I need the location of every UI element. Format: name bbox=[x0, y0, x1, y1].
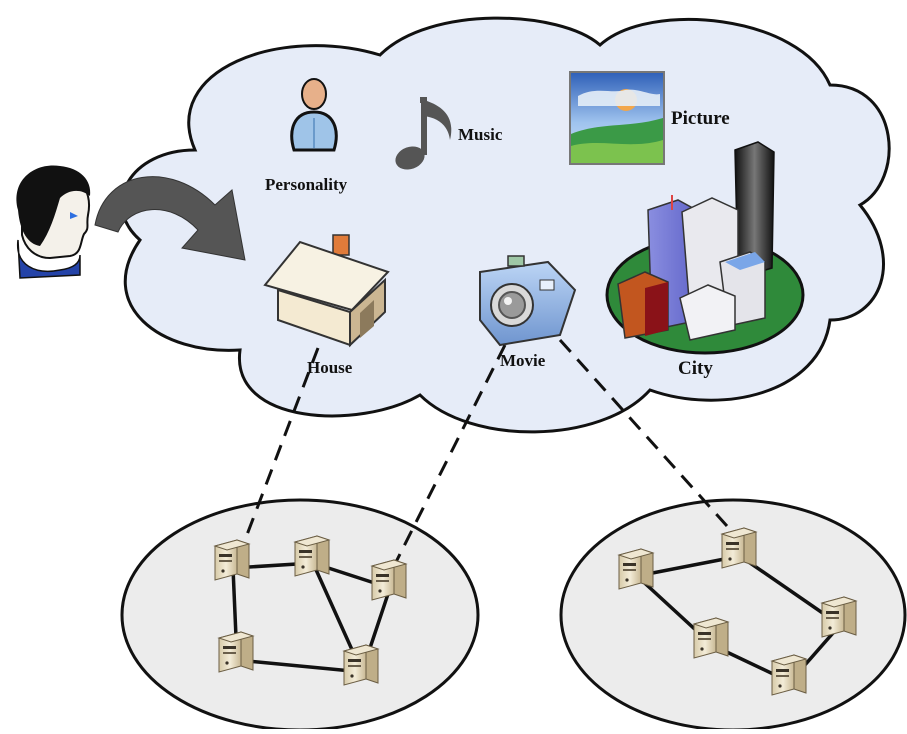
dashed-connectors bbox=[243, 338, 737, 571]
server-icon bbox=[721, 527, 757, 569]
connector-movie-network bbox=[390, 344, 507, 571]
music-note-icon bbox=[395, 97, 452, 170]
label-house: House bbox=[307, 358, 353, 377]
server-icon bbox=[218, 631, 254, 673]
house-icon bbox=[263, 234, 390, 348]
network-left-ellipse bbox=[120, 498, 480, 732]
label-city: City bbox=[678, 358, 713, 379]
server-icon bbox=[294, 535, 330, 577]
camera-icon bbox=[479, 255, 577, 347]
label-picture: Picture bbox=[671, 108, 730, 129]
connector-movie-right-network bbox=[558, 338, 737, 537]
label-movie: Movie bbox=[500, 351, 546, 370]
server-icon bbox=[618, 548, 654, 590]
server-icon bbox=[371, 559, 407, 601]
server-icon bbox=[771, 654, 807, 696]
server-icon bbox=[693, 617, 729, 659]
label-music: Music bbox=[458, 125, 503, 144]
city-buildings-icon bbox=[605, 141, 805, 355]
server-icon bbox=[343, 644, 379, 686]
landscape-picture-icon bbox=[569, 71, 665, 165]
server-icon bbox=[821, 596, 857, 638]
connector-house-network bbox=[243, 347, 320, 541]
label-personality: Personality bbox=[265, 175, 348, 194]
user-face-icon bbox=[16, 165, 91, 279]
curved-arrow-icon bbox=[94, 176, 246, 261]
person-icon bbox=[290, 78, 338, 152]
server-icon bbox=[214, 539, 250, 581]
